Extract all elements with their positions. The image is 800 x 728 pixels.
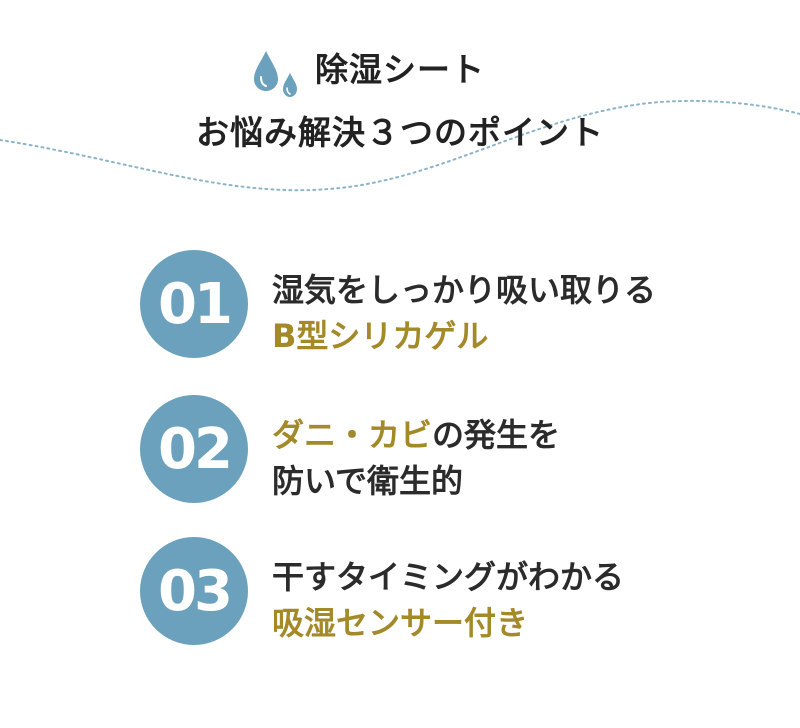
- point-number-badge: 02: [140, 395, 248, 503]
- point-number-badge: 03: [140, 537, 248, 645]
- point-item-3: 03 干すタイミングがわかる 吸湿センサー付き: [140, 537, 760, 647]
- point-item-2: 02 ダニ・カビの発生を 防いで衛生的: [140, 395, 760, 505]
- water-drops-icon: [254, 51, 297, 97]
- point-text-line2-highlight: 吸湿センサー付き: [272, 604, 529, 642]
- point-text-line1: 干すタイミングがわかる: [272, 558, 625, 596]
- header: 除湿シート お悩み解決３つのポイント: [0, 0, 800, 200]
- point-text-line2: 防いで衛生的: [272, 462, 464, 500]
- point-text-line2-highlight: B型シリカゲル: [272, 317, 489, 355]
- page-title-line2: お悩み解決３つのポイント: [196, 113, 604, 152]
- page-title-line1: 除湿シート: [315, 50, 485, 89]
- point-number-badge: 01: [140, 250, 248, 358]
- point-text-line1: ダニ・カビの発生を: [272, 415, 560, 455]
- point-text: の発生を: [432, 416, 561, 454]
- point-text-highlight: ダニ・カビ: [272, 416, 433, 454]
- point-item-1: 01 湿気をしっかり吸い取りる B型シリカゲル: [140, 250, 760, 360]
- point-text-line1: 湿気をしっかり吸い取りる: [272, 271, 657, 309]
